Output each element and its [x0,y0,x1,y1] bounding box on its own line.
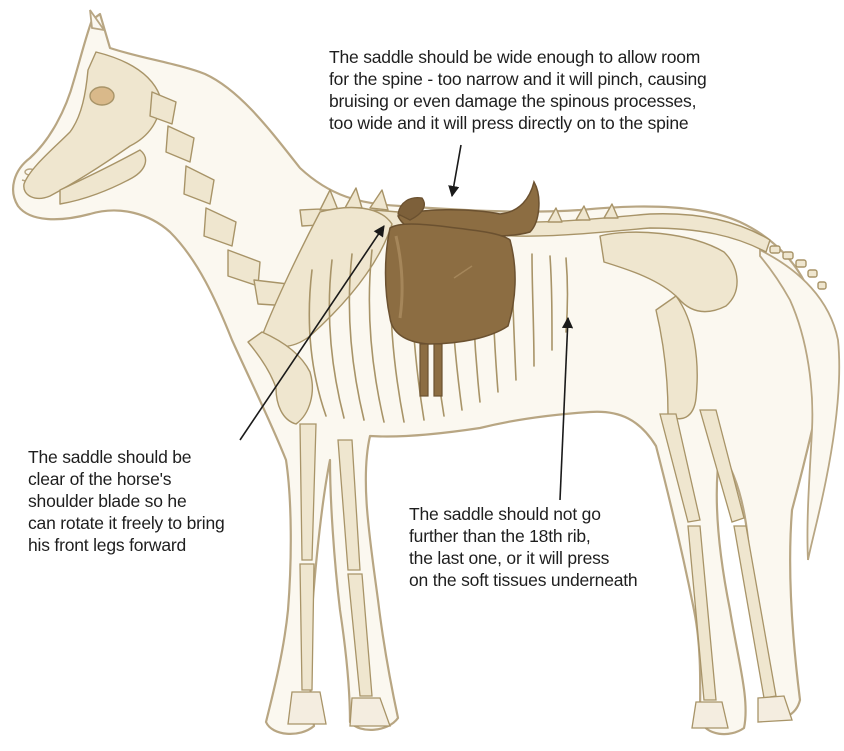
callout-line: further than the 18th rib, [409,525,637,547]
girth-strap [420,344,428,396]
eye-socket [90,87,114,105]
saddle-flap [386,224,516,344]
callout-saddle-width: The saddle should be wide enough to allo… [329,46,707,134]
callout-line: for the spine - too narrow and it will p… [329,68,707,90]
callout-line: The saddle should be wide enough to allo… [329,46,707,68]
girth-strap [434,344,442,396]
callout-line: his front legs forward [28,534,225,556]
callout-line: clear of the horse's [28,468,225,490]
callout-line: The saddle should not go [409,503,637,525]
callout-line: the last one, or it will press [409,547,637,569]
callout-line: on the soft tissues underneath [409,569,637,591]
callout-18th-rib: The saddle should not go further than th… [409,503,637,591]
hoof [692,702,728,728]
callout-line: can rotate it freely to bring [28,512,225,534]
foreleg-bone [300,564,314,690]
hoof [288,692,326,724]
arrow-spine [452,145,461,196]
callout-line: The saddle should be [28,446,225,468]
callout-line: shoulder blade so he [28,490,225,512]
callout-line: too wide and it will press directly on t… [329,112,707,134]
callout-line: bruising or even damage the spinous proc… [329,90,707,112]
callout-shoulder-blade: The saddle should be clear of the horse'… [28,446,225,556]
